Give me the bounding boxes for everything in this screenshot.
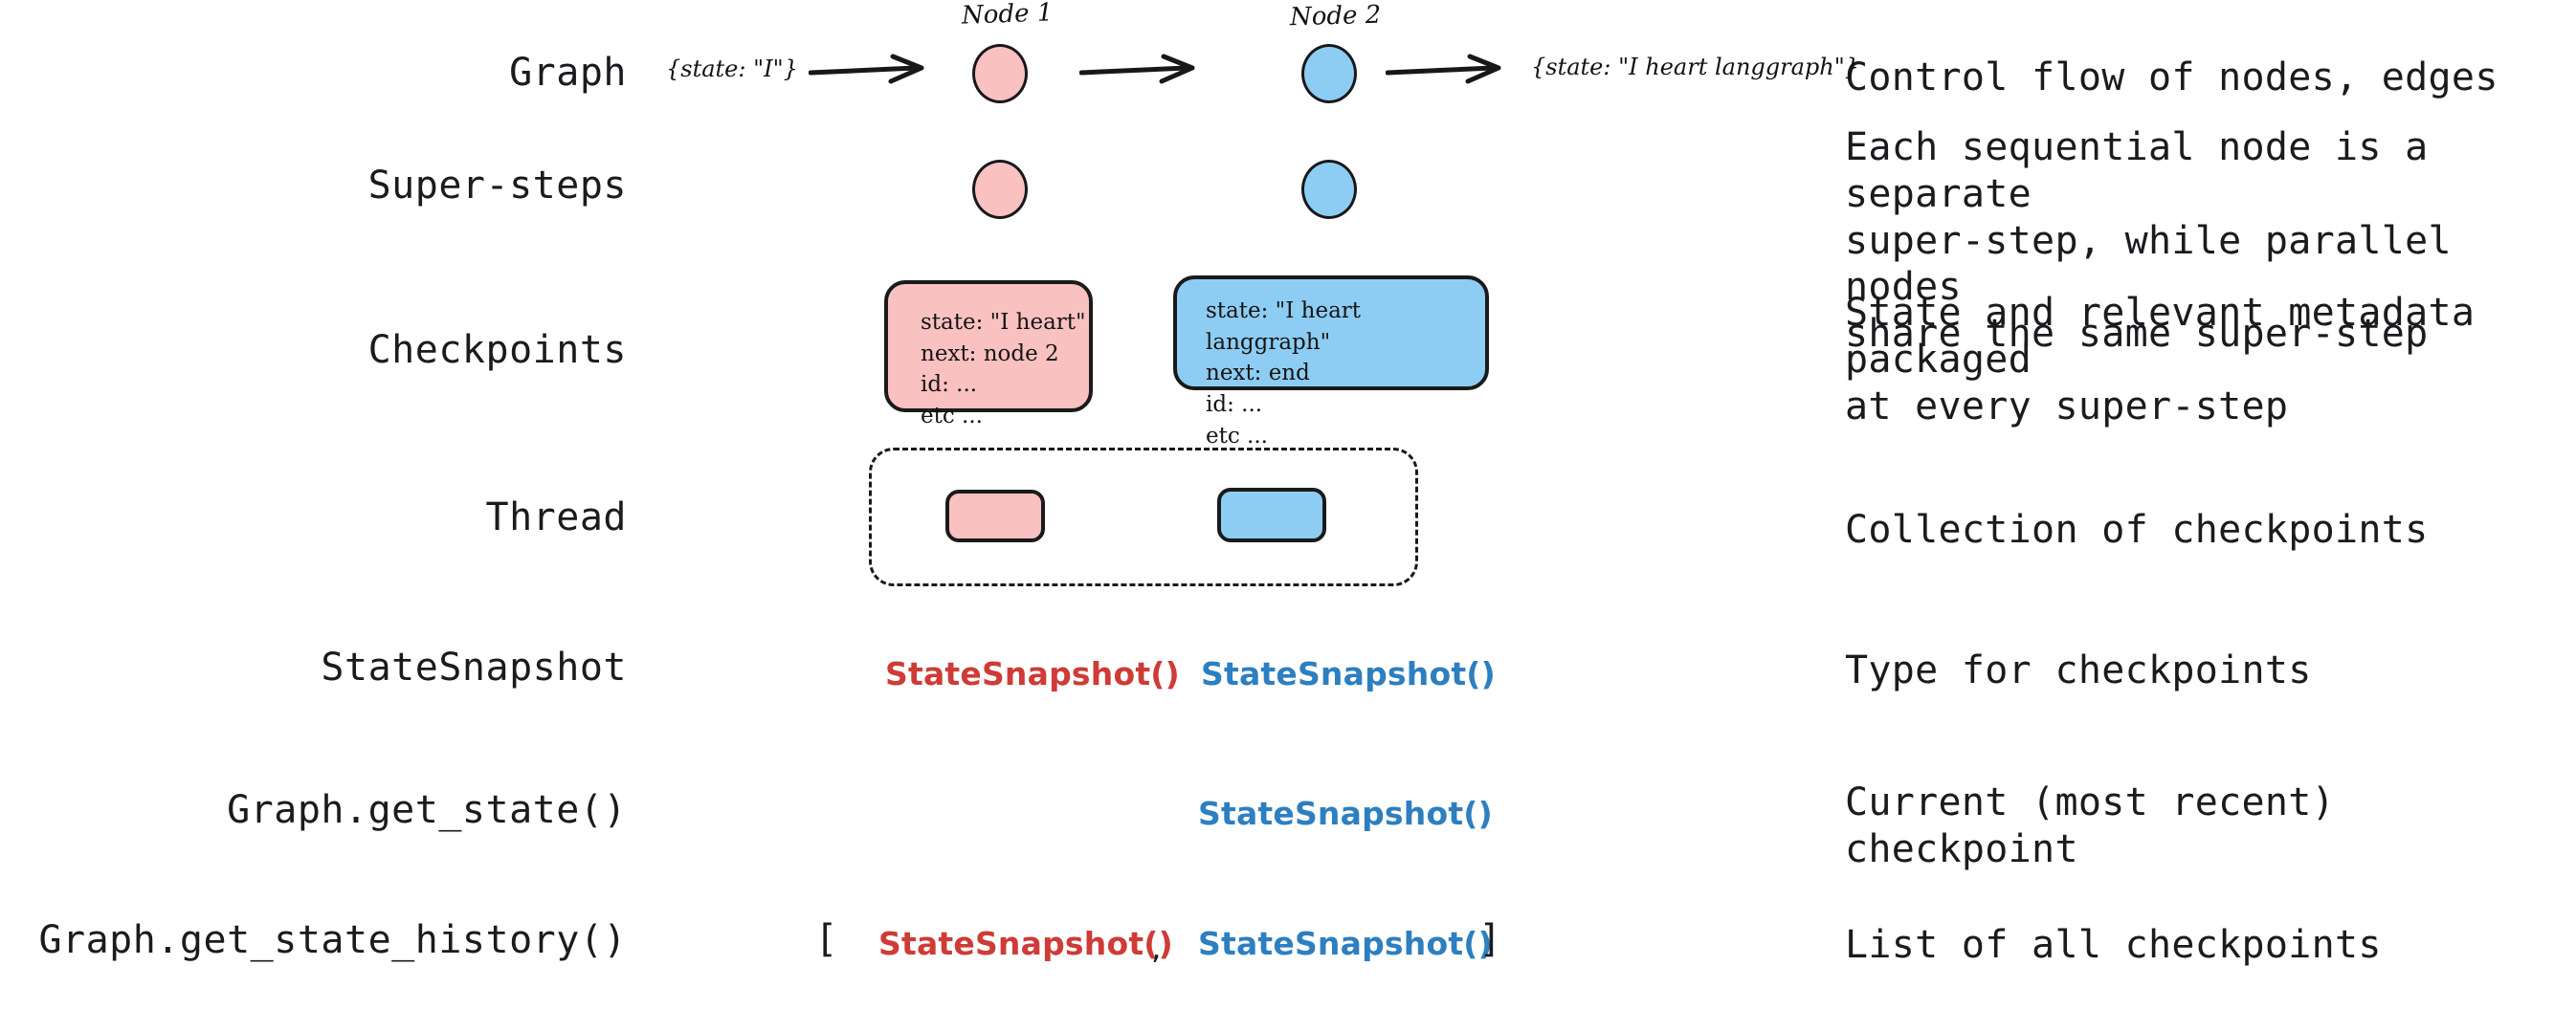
get-state-result: StateSnapshot() [1198,795,1493,832]
graph-arrow-1 [809,54,924,84]
super-step-node-2-circle [1301,160,1357,219]
thread-container [869,448,1418,586]
statesnapshot-label-2: StateSnapshot() [1201,655,1496,692]
checkpoint-card-2: state: "I heart langgraph" next: end id:… [1173,275,1489,449]
row-label-checkpoints: Checkpoints [367,328,627,372]
graph-node-1-circle [972,44,1028,103]
thread-checkpoint-2 [1217,488,1326,542]
statesnapshot-label-1: StateSnapshot() [885,655,1180,692]
row-description-graph-get-state: Current (most recent) checkpoint [1845,780,2336,871]
node-1-caption: Node 1 [961,0,1054,31]
row-description-statesnapshot: Type for checkpoints [1845,648,2312,692]
row-label-graph-get-state-history: Graph.get_state_history() [38,918,627,962]
row-label-statesnapshot: StateSnapshot [321,646,627,690]
row-label-super-steps: Super-steps [367,164,627,208]
graph-arrow-2 [1079,54,1195,84]
checkpoint-card-1-text: state: "I heart" next: node 2 id: ... et… [921,310,1086,428]
history-snapshot-2: StateSnapshot() [1198,925,1493,962]
row-description-super-steps: Each sequential node is a separate super… [1845,125,2452,357]
input-state-annotation: {state: "I"} [666,55,798,82]
history-snapshot-1: StateSnapshot() [878,925,1173,962]
graph-node-2-circle [1301,44,1357,103]
checkpoint-card-2-text: state: "I heart langgraph" next: end id:… [1206,298,1362,449]
row-label-graph-get-state: Graph.get_state() [227,788,627,832]
history-separator: , [1151,929,1162,966]
row-label-thread: Thread [485,495,627,539]
history-close-bracket: ] [1481,917,1497,961]
super-step-node-1-circle [972,160,1028,219]
checkpoint-card-1: state: "I heart" next: node 2 id: ... et… [884,280,1093,428]
row-description-checkpoints: State and relevant metadata packaged at … [1845,291,2476,428]
history-open-bracket: [ [820,917,835,961]
row-description-thread: Collection of checkpoints [1845,508,2429,552]
node-2-caption: Node 2 [1289,0,1382,33]
row-label-graph: Graph [509,51,627,95]
thread-checkpoint-1 [945,490,1045,542]
row-description-graph-get-state-history: List of all checkpoints [1845,923,2382,967]
graph-arrow-3 [1386,54,1501,84]
row-description-graph: Control flow of nodes, edges [1845,55,2498,99]
output-state-annotation: {state: "I heart langgraph"} [1531,54,1860,80]
